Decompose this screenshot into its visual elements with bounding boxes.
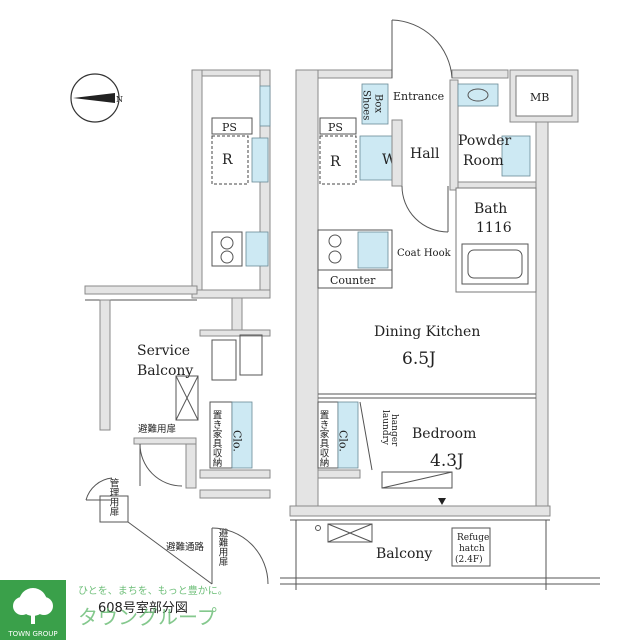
powder-room-label-2: Room — [463, 153, 504, 169]
refuge-hatch-label-1: Refuge — [457, 533, 489, 543]
compass: N — [70, 73, 123, 123]
neighbor-unit: PS R 置き家具収納 Clo. — [191, 69, 271, 479]
bedroom-label-1: Bedroom — [412, 426, 476, 442]
mb-label: MB — [530, 91, 549, 104]
hall-label: Hall — [410, 146, 440, 162]
ps-left-label: PS — [222, 121, 237, 134]
clo-left-label: Clo. — [231, 430, 244, 452]
powder-room-label-1: Powder — [458, 133, 512, 149]
logo-sub-text: TOWN GROUP — [7, 630, 57, 638]
bath-label-2: 1116 — [476, 220, 512, 236]
service-balcony-label-2: Balcony — [137, 363, 193, 379]
logo-tagline: ひとを、まちを、もっと豊かに。 — [78, 584, 228, 597]
company-logo: TOWN GROUP ひとを、まちを、もっと豊かに。 タウングループ — [0, 580, 260, 640]
refuge-hatch-label-2: hatch — [459, 544, 485, 554]
bath-label-1: Bath — [474, 201, 507, 217]
entrance-label: Entrance — [393, 90, 444, 103]
counter-label: Counter — [330, 274, 376, 287]
dining-kitchen-label-2: 6.5J — [402, 349, 436, 369]
unit-label: 608号室部分図 — [98, 600, 188, 616]
logo-name: タウングループ — [78, 605, 217, 629]
furniture-storage-left: 置き家具収納 — [211, 410, 223, 468]
compass-north-label: N — [116, 95, 123, 104]
laundry-label-1: laundry — [380, 410, 390, 446]
management-door-label: 管理用扉 — [108, 477, 120, 517]
clo-right-label: Clo. — [337, 430, 350, 452]
service-balcony-area: Service Balcony 避難用扉 管理用扉 避難通路 避難用扉 — [84, 285, 271, 585]
shoes-box-label-2: Box — [373, 94, 384, 113]
window-marker-icon — [438, 498, 446, 505]
refrigerator-left-label: R — [222, 152, 233, 168]
coat-hook-label: Coat Hook — [397, 248, 452, 259]
balcony-area: Balcony Refuge hatch (2.4F) — [280, 519, 600, 590]
balcony-label: Balcony — [376, 546, 432, 562]
bedroom-label-2: 4.3J — [430, 451, 464, 471]
service-balcony-label-1: Service — [137, 343, 190, 359]
refrigerator-right-label: R — [330, 154, 341, 170]
north-arrow-icon — [73, 93, 115, 103]
ps-right-label: PS — [328, 121, 343, 134]
evacuation-door-label: 避難用扉 — [138, 423, 176, 435]
dining-kitchen-label-1: Dining Kitchen — [374, 324, 480, 340]
laundry-label-2: hanger — [389, 414, 399, 447]
shoes-box-label-1: Shoes — [361, 90, 372, 120]
furniture-storage-right: 置き家具収納 — [318, 410, 330, 468]
refuge-hatch-label-3: (2.4F) — [455, 554, 483, 565]
evacuation-passage-vertical-label: 避難用扉 — [217, 527, 229, 567]
main-unit: Entrance MB Shoes Box PS R W Hall Powder… — [289, 19, 579, 517]
evacuation-passage-label: 避難通路 — [166, 541, 205, 553]
